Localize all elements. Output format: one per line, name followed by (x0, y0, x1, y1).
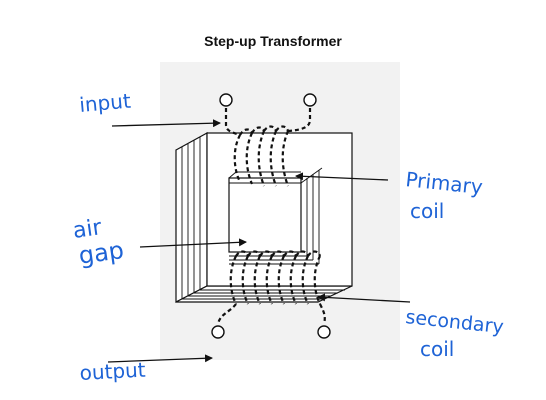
output-arrow (107, 354, 213, 363)
input-terminal-right (303, 93, 317, 107)
annotation-arrows (107, 119, 411, 363)
label-secondary-line2: coil (420, 337, 454, 361)
input-arrow (111, 119, 221, 128)
output-terminal-right (317, 325, 331, 339)
label-air-gap-line2: gap (77, 236, 126, 270)
core-window (228, 177, 302, 253)
diagram-title: Step-up Transformer (204, 33, 342, 49)
label-air-gap-line1: air (71, 215, 104, 244)
secondary-arrow (317, 293, 411, 303)
core-left-face (175, 131, 208, 303)
output-terminal-left (211, 325, 225, 339)
label-secondary-line1: secondary (404, 306, 504, 338)
input-terminal-left (219, 93, 233, 107)
primary-coil (233, 125, 290, 187)
label-primary-line1: Primary (404, 167, 484, 199)
transformer-core (175, 131, 353, 303)
primary-leads (224, 108, 312, 137)
label-output: output (79, 358, 146, 385)
label-primary-line2: coil (410, 199, 444, 223)
primary-arrow (295, 172, 389, 181)
label-input: input (78, 89, 131, 117)
secondary-leads (216, 303, 326, 325)
air-gap-arrow (139, 238, 247, 248)
lamination-lines (181, 137, 345, 300)
